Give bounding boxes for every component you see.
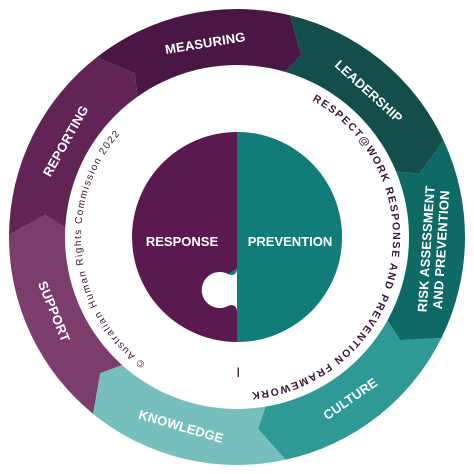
response-label: RESPONSE: [146, 234, 219, 249]
segment-reporting: [9, 57, 140, 236]
prevention-label: PREVENTION: [248, 234, 333, 249]
segment-label-risk-assessment: RISK ASSESSMENTAND PREVENTION: [415, 185, 453, 313]
response-puzzle-piece: [132, 132, 237, 342]
segment-support: [9, 214, 138, 414]
segment-culture: [258, 306, 442, 460]
segment-knowledge: [93, 359, 286, 466]
prevention-puzzle-body: [237, 132, 342, 342]
center-puzzle: RESPONSE PREVENTION: [132, 132, 342, 342]
ring-separator: |: [237, 366, 242, 378]
segment-leadership: [273, 15, 444, 174]
segment-measuring: [96, 9, 302, 113]
